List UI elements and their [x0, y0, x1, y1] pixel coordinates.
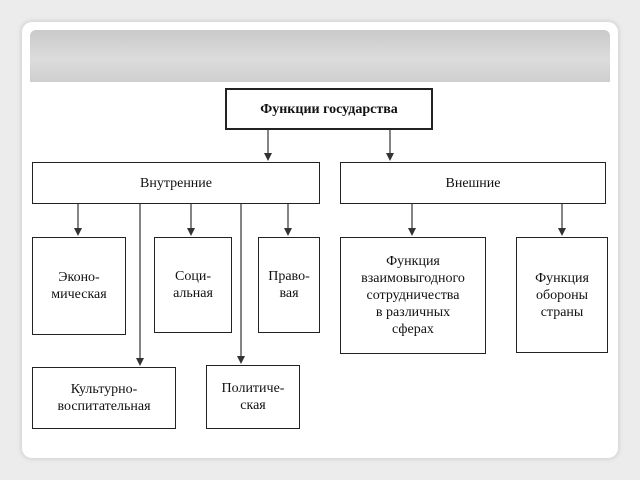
political-function-box: Политиче- ская — [206, 365, 300, 429]
arrow-political — [237, 356, 245, 364]
internal-functions-box: Внутренние — [32, 162, 320, 204]
arrow-title-internal — [264, 153, 272, 161]
title-box: Функции государства — [225, 88, 433, 130]
cultural-function-box: Культурно- воспитательная — [32, 367, 176, 429]
defense-function-box: Функция обороны страны — [516, 237, 608, 353]
arrow-defense — [558, 228, 566, 236]
cooperation-function-box: Функция взаимовыгодного сотрудничества в… — [340, 237, 486, 354]
external-functions-box: Внешние — [340, 162, 606, 204]
arrow-cooperation — [408, 228, 416, 236]
slide-header-bar — [30, 30, 610, 82]
arrow-legal — [284, 228, 292, 236]
legal-function-box: Право- вая — [258, 237, 320, 333]
arrow-title-external — [386, 153, 394, 161]
economic-function-box: Эконо- мическая — [32, 237, 126, 335]
social-function-box: Соци- альная — [154, 237, 232, 333]
arrow-economic — [74, 228, 82, 236]
arrow-cultural — [136, 358, 144, 366]
arrow-social — [187, 228, 195, 236]
